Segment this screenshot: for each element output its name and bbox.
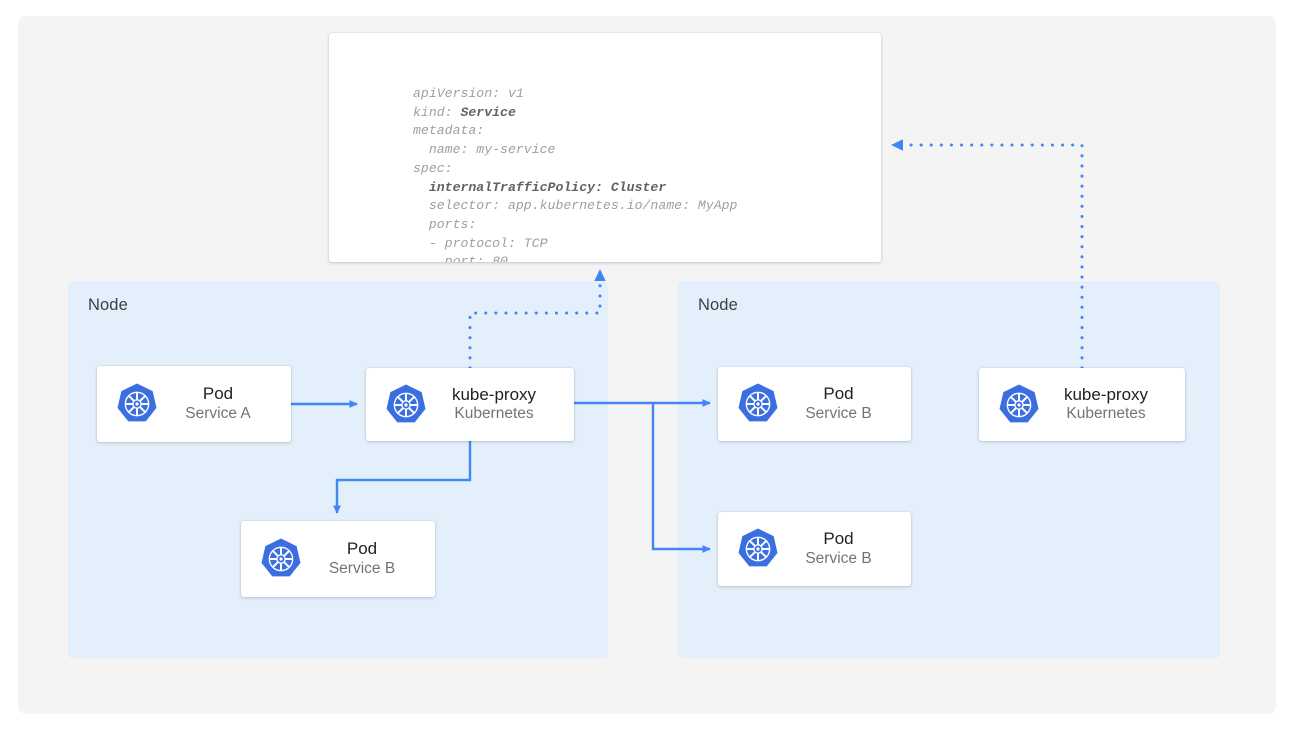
node-label-right: Node (698, 296, 738, 314)
kubernetes-icon (736, 527, 780, 571)
card-title: Pod (823, 529, 854, 549)
card-kube-proxy-right[interactable]: kube-proxy Kubernetes (979, 368, 1185, 441)
card-subtitle: Service B (805, 549, 872, 567)
node-label-left: Node (88, 296, 128, 314)
card-text: Pod Service B (303, 539, 435, 579)
card-pod-service-b-local[interactable]: Pod Service B (241, 521, 435, 597)
card-subtitle: Kubernetes (454, 405, 534, 423)
card-title: Pod (823, 384, 854, 404)
kubernetes-icon (384, 383, 428, 427)
service-manifest-card: apiVersion: v1 kind: Service metadata: n… (329, 33, 881, 262)
card-pod-service-b-remote-bottom[interactable]: Pod Service B (718, 512, 911, 586)
kubernetes-icon (259, 537, 303, 581)
card-kube-proxy-left[interactable]: kube-proxy Kubernetes (366, 368, 574, 441)
node-panel-right: Node (678, 281, 1220, 658)
card-text: kube-proxy Kubernetes (1041, 385, 1185, 425)
card-title: Pod (346, 539, 378, 559)
node-panel-left: Node (68, 281, 608, 658)
card-pod-service-a[interactable]: Pod Service A (97, 366, 291, 442)
kubernetes-icon (115, 382, 159, 426)
card-text: Pod Service B (780, 384, 911, 424)
service-manifest-code: apiVersion: v1 kind: Service metadata: n… (413, 86, 738, 262)
card-subtitle: Kubernetes (1066, 405, 1146, 423)
card-pod-service-b-remote-top[interactable]: Pod Service B (718, 367, 911, 441)
card-text: Pod Service B (780, 529, 911, 569)
card-text: kube-proxy Kubernetes (428, 385, 574, 425)
kubernetes-icon (997, 383, 1041, 427)
card-title: kube-proxy (451, 384, 537, 404)
card-subtitle: Service A (185, 404, 251, 422)
card-title: Pod (202, 384, 234, 404)
card-subtitle: Service B (328, 559, 396, 577)
card-subtitle: Service B (805, 404, 872, 422)
card-text: Pod Service A (159, 384, 291, 424)
kubernetes-icon (736, 382, 780, 426)
card-title: kube-proxy (1063, 384, 1149, 404)
